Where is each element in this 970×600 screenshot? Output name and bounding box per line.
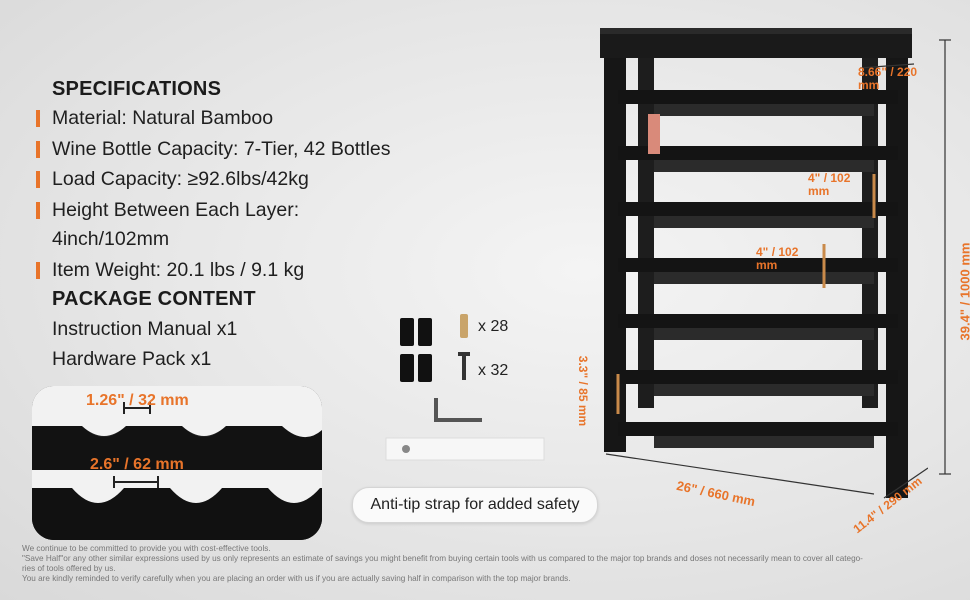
anchor-count: x 28 — [478, 318, 509, 335]
spec-material: Material: Natural Bamboo — [36, 107, 273, 130]
bottom-gap-label: 3.3" / 85 mm — [576, 355, 591, 427]
spec-capacity-text: Wine Bottle Capacity: 7-Tier, 42 Bottles — [52, 138, 391, 160]
accent-bar — [36, 141, 40, 158]
spec-layer-height-text: Height Between Each Layer: — [52, 199, 300, 221]
anti-tip-strap-label: Anti-tip strap for added safety — [352, 487, 598, 523]
top-depth-label: 8.66" / 220 mm — [858, 65, 918, 92]
spec-material-text: Material: Natural Bamboo — [52, 107, 274, 129]
layer-gap-label-1: 4" / 102 mm — [808, 171, 851, 198]
anti-tip-strap-illustration — [385, 437, 545, 461]
accent-bar — [36, 110, 40, 127]
spec-layer-height: Height Between Each Layer: — [36, 199, 299, 222]
accent-bar — [36, 171, 40, 188]
layer-gap-label-2: 4" / 102 mm — [756, 245, 799, 272]
package-heading: PACKAGE CONTENT — [52, 288, 256, 310]
slot-detail-closeup: 1.26" / 32 mm 2.6" / 62 mm — [32, 386, 322, 540]
specifications-heading: SPECIFICATIONS — [52, 78, 222, 100]
package-item-manual: Instruction Manual x1 — [52, 318, 238, 340]
accent-bar — [36, 262, 40, 279]
slot-top-gap-label: 1.26" / 32 mm — [86, 392, 189, 409]
screw-count: x 32 — [478, 362, 509, 379]
hardware-pack-illustration — [400, 314, 482, 422]
footnote: We continue to be committed to provide y… — [22, 544, 952, 584]
footnote-line-4: You are kindly reminded to verify carefu… — [22, 574, 571, 583]
footnote-line-3: ries of tools offered by us. — [22, 564, 116, 573]
package-item-hardware: Hardware Pack x1 — [52, 348, 212, 370]
height-dimension-label: 39.4" / 1000 mm — [957, 242, 970, 341]
spec-load-text: Load Capacity: ≥92.6lbs/42kg — [52, 168, 309, 190]
height-dimension-line — [939, 39, 951, 475]
spec-load: Load Capacity: ≥92.6lbs/42kg — [36, 168, 309, 191]
slot-detail-illustration — [32, 386, 322, 540]
slot-bottom-gap-label: 2.6" / 62 mm — [90, 456, 184, 473]
spec-layer-height-value: 4inch/102mm — [52, 228, 170, 250]
wine-rack-illustration — [600, 28, 928, 499]
spec-capacity: Wine Bottle Capacity: 7-Tier, 42 Bottles — [36, 138, 391, 161]
footnote-line-1: We continue to be committed to provide y… — [22, 544, 271, 553]
accent-bar — [36, 202, 40, 219]
spec-weight-text: Item Weight: 20.1 lbs / 9.1 kg — [52, 259, 305, 281]
spec-weight: Item Weight: 20.1 lbs / 9.1 kg — [36, 259, 304, 282]
footnote-line-2: "Save Half"or any other similar expressi… — [22, 554, 863, 563]
